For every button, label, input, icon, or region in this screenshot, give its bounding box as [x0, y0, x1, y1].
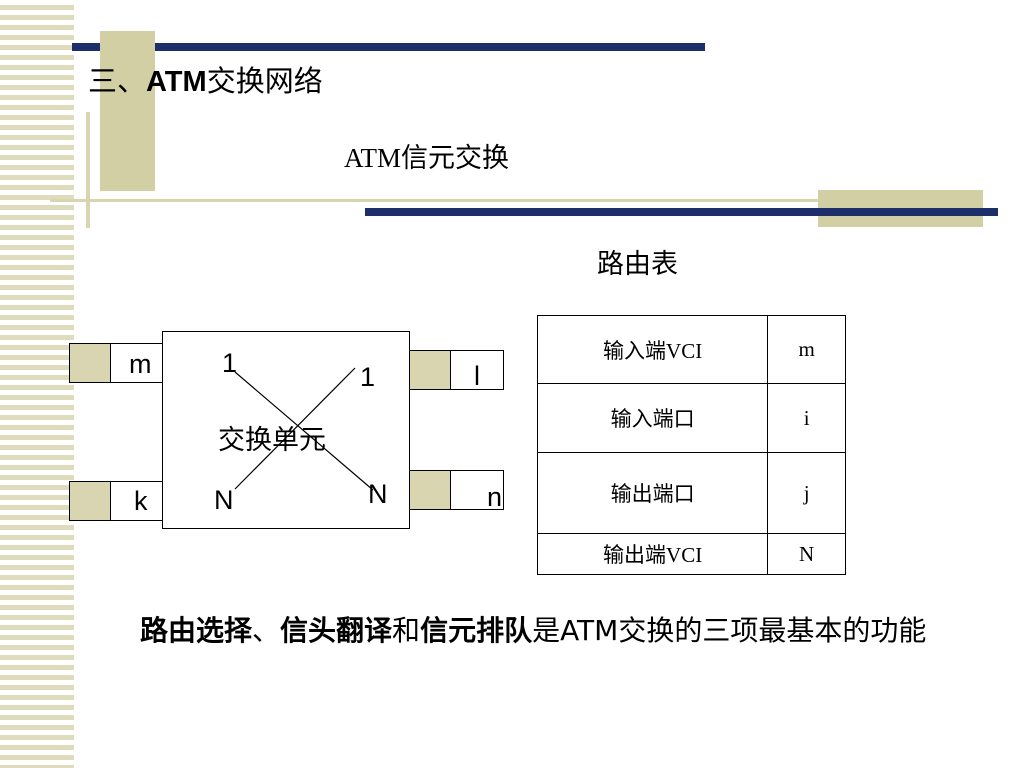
table-caption: 路由表: [597, 249, 678, 280]
switch-unit-box: [162, 331, 410, 529]
out-port-top-label: 1: [360, 362, 376, 392]
cell-header: [70, 344, 111, 382]
slide-title: 三、ATM交换网络: [88, 64, 323, 98]
deco-block-tall: [100, 31, 155, 191]
table-cell-field: 输出端口: [536, 452, 769, 534]
table-cell-field: 输出端VCI: [536, 533, 769, 575]
out-port-bottom-label: N: [368, 479, 388, 509]
table-row: 输入端口 i: [536, 383, 846, 453]
table-cell-value: j: [767, 452, 846, 534]
input-cell-top: [69, 343, 164, 383]
slide-subtitle: ATM信元交换: [344, 143, 510, 173]
top-rule: [72, 43, 705, 51]
table-cell-field: 输入端口: [536, 383, 769, 453]
output-cell-top: [409, 350, 504, 390]
routing-table: 输入端VCI m 输入端口 i 输出端口 j 输出端VCI N: [536, 315, 846, 575]
summary-paragraph: 路由选择、信头翻译和信元排队是ATM交换的三项最基本的功能: [140, 614, 927, 647]
output-cell-bottom-label: n: [487, 482, 503, 512]
table-row: 输入端VCI m: [536, 315, 846, 384]
cross-line: [234, 367, 356, 490]
input-cell-top-label: m: [129, 349, 152, 379]
in-port-bottom-label: N: [214, 485, 234, 515]
switch-unit-label: 交换单元: [218, 425, 326, 456]
in-port-top-label: 1: [222, 348, 238, 378]
table-cell-value: N: [767, 533, 846, 575]
cell-header: [410, 351, 451, 389]
table-row: 输出端口 j: [536, 452, 846, 534]
mid-rule: [365, 208, 998, 216]
striped-border: [0, 0, 74, 768]
input-cell-bottom: [69, 481, 164, 521]
cross-line: [234, 371, 374, 491]
output-cell-top-label: l: [474, 361, 480, 391]
cell-header: [70, 482, 111, 520]
table-row: 输出端VCI N: [536, 533, 846, 575]
deco-hline: [50, 199, 970, 202]
input-cell-bottom-label: k: [134, 486, 148, 516]
cell-header: [410, 471, 451, 509]
deco-vline: [86, 112, 90, 228]
